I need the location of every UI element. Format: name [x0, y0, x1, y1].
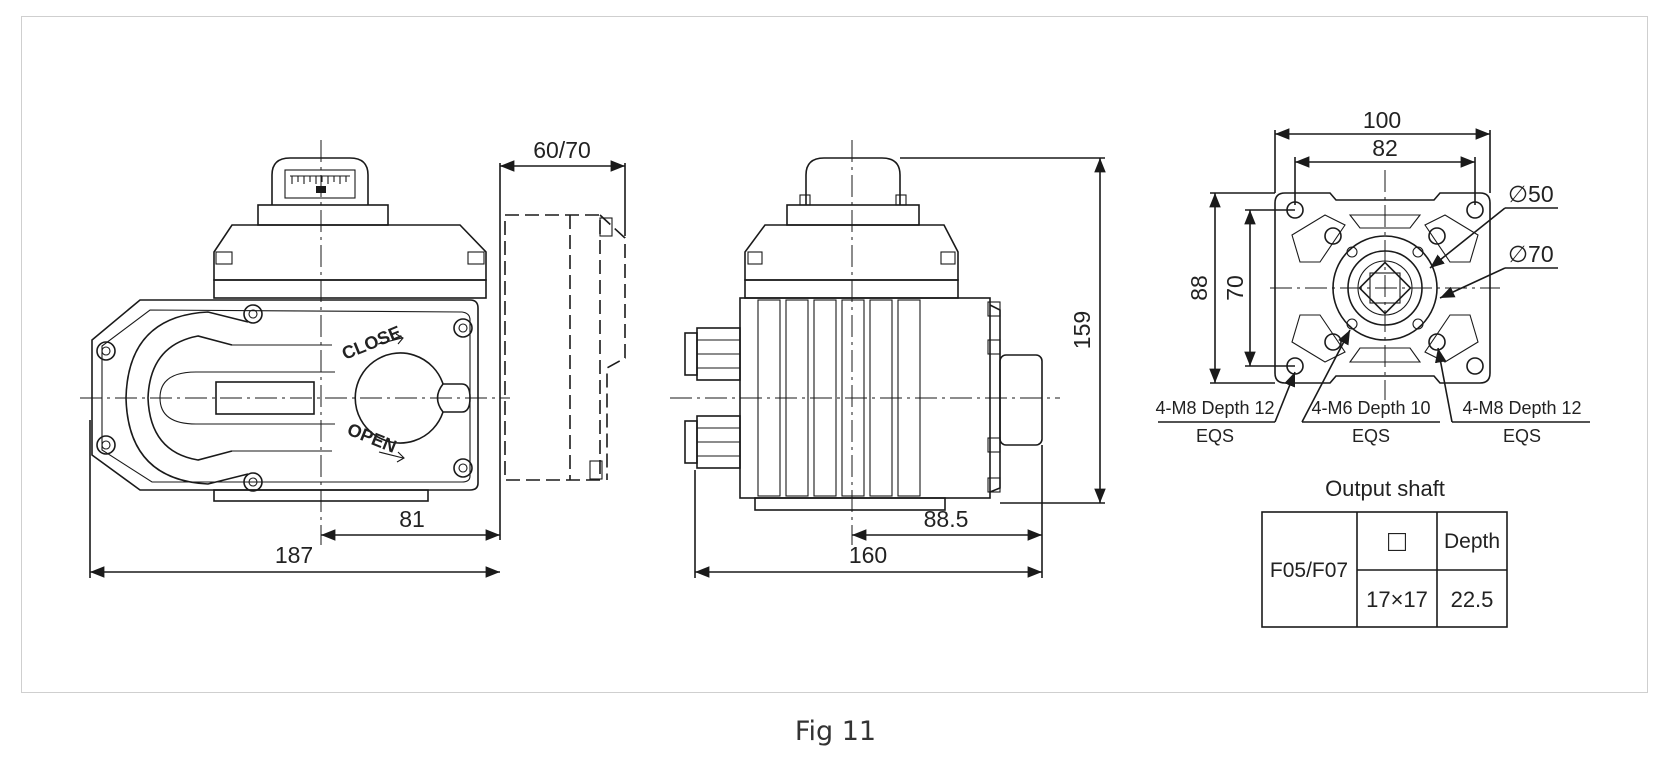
lever-arm-edges	[232, 344, 332, 452]
dim-60-70: 60/70	[533, 137, 591, 163]
nameplate-window	[215, 381, 315, 415]
hole-note-middle: EQS	[1352, 426, 1390, 446]
cable-glands	[684, 327, 741, 469]
housing-outer	[91, 299, 479, 491]
dim-81: 81	[399, 506, 425, 532]
bottom-base	[213, 489, 429, 502]
dim-187: 187	[275, 542, 313, 568]
side-indicator-base	[786, 204, 920, 226]
table-depth-value: 22.5	[1451, 587, 1494, 612]
lever-arc-inner	[147, 335, 233, 461]
hole-note-left: EQS	[1196, 426, 1234, 446]
output-shaft-table: Output shaft F05/F07 □ Depth 17×17 22.5	[1261, 476, 1508, 628]
dim-88: 88	[1186, 275, 1212, 301]
cover-screw-right	[467, 251, 485, 265]
technical-drawing: CLOSE OPEN 60/70 81 187	[80, 107, 1590, 628]
pcd-70	[1332, 235, 1438, 341]
close-label: CLOSE	[339, 322, 404, 364]
table-title: Output shaft	[1325, 476, 1445, 501]
dim-159: 159	[1069, 311, 1095, 349]
indicator-window	[284, 169, 356, 199]
cover-screw-left	[215, 251, 233, 265]
side-output-flange	[999, 354, 1043, 446]
dim-88-5: 88.5	[924, 506, 969, 532]
dim-100: 100	[1363, 107, 1401, 133]
hand-knob	[354, 352, 444, 444]
side-base	[754, 497, 946, 511]
housing-inner	[101, 309, 471, 483]
table-depth-header: Depth	[1444, 530, 1500, 553]
open-arrow	[378, 451, 405, 463]
lever-slot	[159, 371, 335, 425]
indicator-scale	[290, 175, 350, 193]
housing-bolts	[96, 304, 473, 492]
lever-arc-outer	[125, 311, 249, 485]
indicator-dome	[271, 157, 369, 205]
output-square	[1358, 261, 1412, 315]
dim-dia-50: ∅50	[1508, 181, 1554, 207]
pcd-50	[1347, 250, 1423, 326]
knob-lever	[436, 383, 471, 413]
top-cover	[213, 224, 487, 281]
dim-82: 82	[1372, 135, 1398, 161]
cover-flange	[213, 279, 487, 299]
open-label: OPEN	[345, 419, 400, 457]
clearance-profile	[599, 214, 626, 480]
dim-dia-70: ∅70	[1508, 241, 1554, 267]
figure-caption: Fig 11	[794, 716, 877, 747]
cover-clearance-outline	[504, 214, 601, 481]
close-arrow	[377, 333, 404, 345]
cooling-fins	[757, 299, 921, 497]
dim-70: 70	[1222, 275, 1248, 301]
side-view: 159 88.5 160	[670, 140, 1106, 578]
hole-spec-left: 4-M8 Depth 12	[1155, 398, 1274, 418]
dim-160: 160	[849, 542, 887, 568]
hole-note-right: EQS	[1503, 426, 1541, 446]
indicator-base	[257, 204, 389, 226]
hole-spec-right: 4-M8 Depth 12	[1462, 398, 1581, 418]
hole-spec-middle: 4-M6 Depth 10	[1311, 398, 1430, 418]
flange-view: 100 82 88 70 ∅50 ∅70 4-M8 Depth 12 EQS 4…	[1155, 107, 1590, 446]
table-square-value: 17×17	[1366, 587, 1428, 612]
flange-plate	[1274, 192, 1491, 384]
drawing-frame	[21, 16, 1648, 693]
side-indicator-dome	[805, 157, 901, 205]
table-flange: F05/F07	[1270, 559, 1348, 582]
table-square-header: □	[1388, 525, 1407, 558]
front-view: CLOSE OPEN 60/70 81 187	[80, 137, 626, 578]
